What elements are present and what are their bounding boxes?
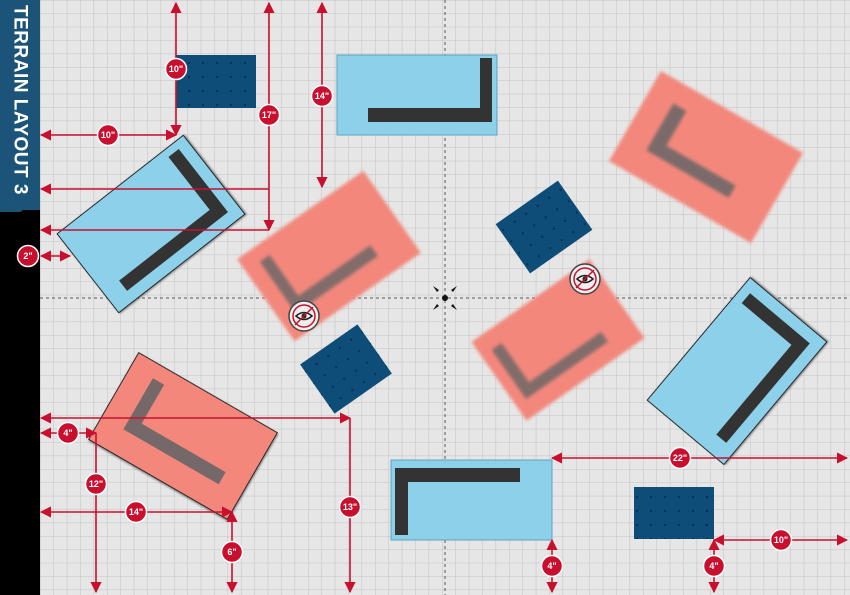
measurement-badge: 2" <box>16 244 40 268</box>
measurement-badge: 6" <box>220 540 244 564</box>
eye-objective-icon <box>288 300 320 332</box>
eye-objective-icon <box>569 263 601 295</box>
measurement-label: 4" <box>547 561 556 571</box>
measurement-label: 10" <box>169 64 183 74</box>
measurement-badge: 4" <box>540 554 564 578</box>
measurement-label: 10" <box>101 130 115 140</box>
light-blue-ruin-terrain <box>56 134 246 314</box>
measurement-badge: 22" <box>668 446 692 470</box>
salmon-ruin-terrain <box>237 170 421 342</box>
measurement-badge: 4" <box>702 554 726 578</box>
measurement-label: 6" <box>227 547 236 557</box>
measurement-label: 4" <box>63 428 72 438</box>
title-tab: TERRAIN LAYOUT 3 <box>0 0 40 210</box>
measurement-label: 13" <box>343 502 357 512</box>
measurement-label: 4" <box>709 561 718 571</box>
measurement-label: 22" <box>673 453 687 463</box>
measurement-badge: 12" <box>84 472 108 496</box>
measurement-badge: 17" <box>257 103 281 127</box>
light-blue-ruin-terrain <box>390 459 553 541</box>
dark-blue-terrain <box>634 487 714 539</box>
side-bar <box>0 212 40 595</box>
measurement-badge: 10" <box>769 528 793 552</box>
salmon-ruin-terrain <box>608 70 804 244</box>
measurement-badge: 14" <box>310 84 334 108</box>
measurement-label: 14" <box>129 507 143 517</box>
measurement-label: 17" <box>262 110 276 120</box>
measurement-badge: 13" <box>338 495 362 519</box>
salmon-ruin-terrain <box>471 259 645 421</box>
measurement-label: 10" <box>774 535 788 545</box>
measurement-badge: 14" <box>124 500 148 524</box>
dark-blue-terrain <box>300 324 392 414</box>
dark-blue-terrain <box>495 180 593 274</box>
measurement-label: 12" <box>89 479 103 489</box>
salmon-ruin-terrain <box>88 352 278 520</box>
measurement-label: 14" <box>315 91 329 101</box>
dark-blue-terrain <box>176 55 256 108</box>
measurement-badge: 4" <box>56 421 80 445</box>
light-blue-ruin-terrain <box>336 54 498 136</box>
measurement-badge: 10" <box>96 123 120 147</box>
measurement-badge: 10" <box>164 57 188 81</box>
light-blue-ruin-terrain <box>646 276 828 466</box>
measurement-label: 2" <box>23 251 32 261</box>
title-tab-notch <box>0 200 40 212</box>
center-crosshair-icon <box>433 286 457 310</box>
